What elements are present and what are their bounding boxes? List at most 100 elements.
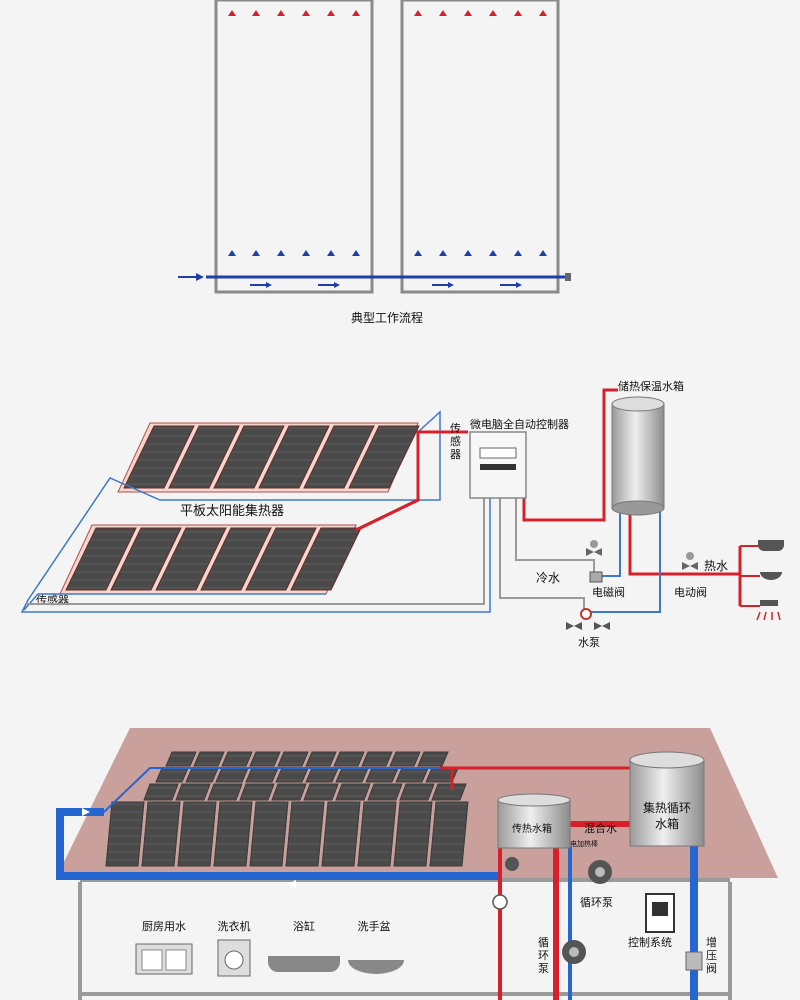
circulation-pump-right-label: 循环泵	[580, 896, 613, 909]
roof-panel	[155, 767, 189, 783]
small-pump-icon	[505, 857, 519, 871]
roof-panel	[193, 751, 225, 767]
roof-panel	[357, 801, 397, 867]
collector-panel	[213, 425, 285, 489]
motor-valve	[682, 552, 698, 570]
flow-diagram: 典型工作流程	[178, 0, 571, 325]
collector-panel	[348, 425, 420, 489]
roof-panel	[143, 783, 179, 801]
solenoid-valve	[586, 540, 603, 583]
roof-panel	[215, 767, 249, 783]
riser-tube	[228, 0, 236, 277]
roof-panel	[367, 783, 403, 801]
riser-tubes	[228, 0, 547, 277]
roof-panel	[213, 801, 253, 867]
booster-valve-label: 增压阀	[706, 935, 717, 975]
roof-collector-panels	[105, 751, 469, 867]
riser-tube	[352, 0, 360, 277]
riser-tube	[439, 0, 447, 277]
roof-panel	[431, 783, 467, 801]
system-schematic: 平板太阳能集热器 传感器 微电脑全自动控制器 传感器	[20, 379, 784, 649]
roof-panel	[239, 783, 275, 801]
collector-array-top	[117, 422, 420, 493]
collector-panel	[303, 425, 375, 489]
cold-water-label: 冷水	[536, 571, 560, 585]
motor-valve-label: 电动阀	[674, 585, 707, 599]
roof-panel	[165, 751, 197, 767]
bathtub-icon	[758, 540, 784, 551]
roof-panel	[399, 783, 435, 801]
roof-panel	[365, 767, 399, 783]
riser-tube	[252, 0, 260, 277]
heat-transfer-tank-label: 传热水箱	[512, 822, 552, 835]
collector-array-bottom	[59, 524, 362, 595]
roof-panel	[275, 767, 309, 783]
roof-panel	[305, 751, 337, 767]
roof-panel	[333, 751, 365, 767]
kitchen-sink-icon	[135, 943, 193, 975]
hot-water-label: 热水	[704, 559, 728, 573]
roof-panel	[393, 801, 433, 867]
controller-label: 微电脑全自动控制器	[470, 417, 569, 431]
sensor-top-label: 传感器	[450, 422, 461, 461]
roof-panel	[277, 751, 309, 767]
fixture-kitchen: 厨房用水	[142, 920, 186, 933]
tank-label: 储热保温水箱	[618, 379, 684, 393]
riser-tube	[277, 0, 285, 277]
control-system-label: 控制系统	[628, 935, 672, 949]
riser-tube	[464, 0, 472, 277]
roof-panel	[395, 767, 429, 783]
circulation-pump-right	[588, 860, 612, 884]
roof-panel	[249, 801, 289, 867]
bottom-flow-arrows	[250, 282, 522, 288]
roof-panel	[271, 783, 307, 801]
roof-panel	[221, 751, 253, 767]
riser-tube	[302, 0, 310, 277]
fixture-sink: 洗手盆	[358, 919, 391, 933]
fixture-labels: 厨房用水 洗衣机 浴缸 洗手盆	[142, 919, 391, 933]
collector-label: 平板太阳能集热器	[180, 503, 284, 519]
roof-panel	[335, 767, 369, 783]
collector-panel	[168, 425, 240, 489]
house-installation: 传热水箱 混合水 电加热棒 集热循环 水箱 循环泵 循环泵	[56, 728, 778, 1000]
flow-caption: 典型工作流程	[351, 310, 423, 325]
wash-basin-icon	[348, 960, 404, 974]
collector-panel	[155, 527, 227, 591]
riser-tube	[514, 0, 522, 277]
sensor-left-label: 传感器	[36, 594, 69, 607]
roof-panel	[245, 767, 279, 783]
roof-panel	[105, 801, 145, 867]
collector-panel	[110, 527, 182, 591]
roof-panel	[321, 801, 361, 867]
roof-panel	[389, 751, 421, 767]
roof-panel	[185, 767, 219, 783]
collector-panel	[65, 527, 137, 591]
roof-panel	[175, 783, 211, 801]
roof-panel	[177, 801, 217, 867]
roof-panel	[141, 801, 181, 867]
fixture-washer: 洗衣机	[218, 919, 251, 933]
roof-panel	[207, 783, 243, 801]
controller-box: 微电脑全自动控制器	[469, 417, 569, 499]
riser-tube	[327, 0, 335, 277]
control-panel-icon	[645, 893, 675, 933]
collecting-tank-label-1: 集热循环	[643, 800, 691, 815]
collector-panel	[200, 527, 272, 591]
gauge-icon	[492, 894, 508, 910]
collector-panel	[123, 425, 195, 489]
water-pump	[566, 608, 610, 630]
riser-tube	[539, 0, 547, 277]
circulation-pump-left	[562, 940, 586, 964]
roof-panel	[305, 767, 339, 783]
storage-tank: 储热保温水箱	[611, 379, 684, 516]
roof-panel	[249, 751, 281, 767]
electric-heater-label: 电加热棒	[570, 839, 598, 848]
collector-panel	[258, 425, 330, 489]
roof-panel	[429, 801, 469, 867]
roof-panel	[417, 751, 449, 767]
collecting-tank-label-2: 水箱	[655, 816, 679, 831]
collector-panel	[290, 527, 362, 591]
shower-icon	[756, 600, 781, 621]
bathtub-icon-house	[268, 956, 340, 972]
